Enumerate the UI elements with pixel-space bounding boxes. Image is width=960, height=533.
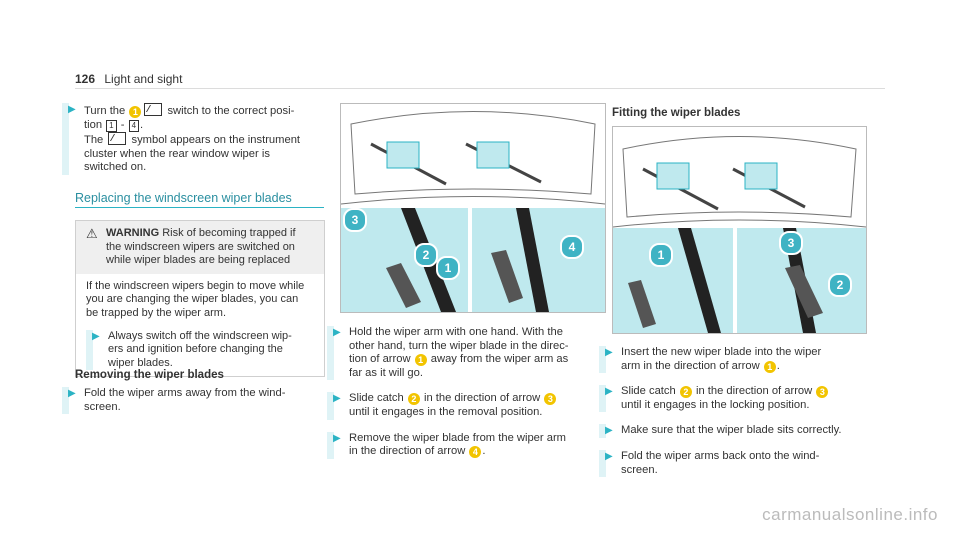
callout-1: 1 xyxy=(436,256,460,280)
step-fold-back: ▶ Fold the wiper arms back onto the wind… xyxy=(599,449,879,478)
step-arrow-icon: ▶ xyxy=(333,432,341,444)
callout-1: 1 xyxy=(649,243,673,267)
callout-badge: 1 xyxy=(129,106,142,118)
fitting-title: Fitting the wiper blades xyxy=(612,107,741,119)
position-key: 4 xyxy=(128,119,140,132)
step-arrow-icon: ▶ xyxy=(605,347,613,358)
callout-2: 2 xyxy=(828,273,852,297)
step-arrow-icon: ▶ xyxy=(605,425,613,437)
step-check-blade: ▶ Make sure that the wiper blade sits co… xyxy=(599,424,879,438)
removing-illustration: 3 2 1 4 xyxy=(340,103,606,313)
page-header: 126 Light and sight xyxy=(75,72,182,86)
windscreen-drawing xyxy=(613,136,866,228)
step-arrow-icon: ▶ xyxy=(92,330,100,342)
header-rule xyxy=(75,88,885,89)
step-arrow-icon: ▶ xyxy=(68,104,76,115)
step-insert-blade: ▶ Insert the new wiper blade into the wi… xyxy=(599,346,879,374)
section-title: Replacing the windscreen wiper blades xyxy=(75,191,292,205)
column-1: ▶ Turn the 1 switch to the correct posi-… xyxy=(62,103,332,175)
step-slide-catch-lock: ▶ Slide catch 2 in the direction of arro… xyxy=(599,385,879,413)
callout-4: 4 xyxy=(560,235,584,259)
callout-badge: 3 xyxy=(544,393,557,406)
step-arrow-icon: ▶ xyxy=(605,450,613,462)
rear-wiper-icon xyxy=(108,132,127,146)
step-turn-switch: ▶ Turn the 1 switch to the correct posi-… xyxy=(62,103,332,175)
callout-badge: 1 xyxy=(414,354,427,367)
rear-wiper-icon xyxy=(144,103,163,116)
callout-2: 2 xyxy=(414,243,438,267)
position-key: 1 xyxy=(106,119,117,132)
section-rule xyxy=(75,207,324,208)
step-arrow-icon: ▶ xyxy=(333,393,341,405)
callout-badge: 3 xyxy=(816,386,829,399)
step-arrow-icon: ▶ xyxy=(68,388,76,399)
watermark: carmanualsonline.info xyxy=(762,505,938,524)
step-arrow-icon: ▶ xyxy=(605,386,613,398)
callout-badge: 2 xyxy=(679,386,692,399)
page-section-title: Light and sight xyxy=(104,72,183,86)
step-fold-away: ▶ Fold the wiper arms away from the wind… xyxy=(62,387,332,415)
callout-badge: 2 xyxy=(407,393,420,406)
warning-triangle-icon: ⚠ xyxy=(86,226,98,241)
fitting-illustration: 1 3 2 xyxy=(612,126,867,334)
step-arrow-icon: ▶ xyxy=(333,327,341,338)
step-remove-blade: ▶ Remove the wiper blade from the wiper … xyxy=(327,431,607,459)
callout-3: 3 xyxy=(779,231,803,255)
step-turn-blade: ▶ Hold the wiper arm with one hand. With… xyxy=(327,326,607,381)
callout-badge: 1 xyxy=(763,360,776,373)
page-number: 126 xyxy=(75,72,96,86)
windscreen-drawing xyxy=(341,111,605,205)
callout-badge: 4 xyxy=(469,446,482,459)
step-slide-catch: ▶ Slide catch 2 in the direction of arro… xyxy=(327,392,607,420)
removing-title: Removing the wiper blades xyxy=(75,369,224,381)
warning-box: ⚠ WARNING Risk of becoming trapped if th… xyxy=(75,220,325,378)
callout-3: 3 xyxy=(343,208,367,232)
